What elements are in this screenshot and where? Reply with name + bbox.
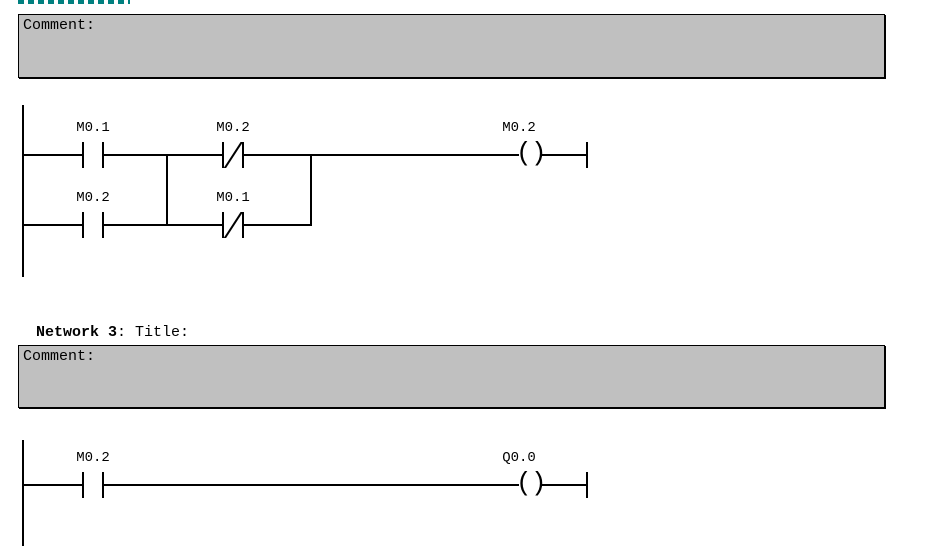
wire-segment <box>102 154 223 156</box>
contact-normally-closed-m0-1[interactable] <box>222 212 244 238</box>
network-3-title-separator: : <box>117 324 136 341</box>
operand-label-coil-q0-0[interactable]: Q0.0 <box>502 450 536 466</box>
coil-output-q0-0[interactable]: ( ) <box>516 468 547 499</box>
contact-normally-open-m0-1[interactable] <box>82 142 104 168</box>
network-3-comment-box[interactable]: Comment: <box>18 345 885 408</box>
network-3-title-text[interactable]: Title: <box>135 324 190 341</box>
operand-label-coil-m0-2[interactable]: M0.2 <box>502 120 536 136</box>
rung-end-cap <box>586 472 588 498</box>
network-3-label: Network 3 <box>36 324 118 341</box>
contact-slash <box>223 142 243 168</box>
branch-connector-right[interactable] <box>310 154 312 226</box>
operand-label-m0-1-no[interactable]: M0.1 <box>76 120 110 136</box>
wire-segment <box>22 224 83 226</box>
coil-paren-right: ) <box>531 468 547 498</box>
wire-segment <box>242 154 519 156</box>
network-2-comment-text: Comment: <box>23 17 96 34</box>
operand-label-m0-2-no[interactable]: M0.2 <box>76 450 110 466</box>
coil-paren-right: ) <box>531 138 547 168</box>
operand-label-m0-2-nc[interactable]: M0.2 <box>216 120 250 136</box>
contact-normally-closed-m0-2[interactable] <box>222 142 244 168</box>
network-2-comment-box[interactable]: Comment: <box>18 14 885 78</box>
wire-segment <box>102 224 223 226</box>
left-power-rail <box>22 105 24 277</box>
contact-bar-left <box>82 472 84 498</box>
coil-paren-left: ( <box>516 468 532 498</box>
wire-segment <box>540 154 588 156</box>
network-3-comment-text: Comment: <box>23 348 96 365</box>
wire-segment <box>22 154 83 156</box>
left-power-rail <box>22 440 24 546</box>
network-3-title-line[interactable]: Network 3: Title: <box>18 306 189 342</box>
wire-segment <box>242 224 312 226</box>
wire-segment <box>540 484 588 486</box>
operand-label-m0-2-no[interactable]: M0.2 <box>76 190 110 206</box>
contact-bar-left <box>82 212 84 238</box>
network-selection-dashed-marker <box>18 0 130 4</box>
branch-connector-left[interactable] <box>166 154 168 226</box>
wire-segment <box>102 484 519 486</box>
contact-normally-open-m0-2[interactable] <box>82 472 104 498</box>
operand-label-m0-1-nc[interactable]: M0.1 <box>216 190 250 206</box>
contact-bar-left <box>82 142 84 168</box>
wire-segment <box>22 484 83 486</box>
contact-normally-open-m0-2[interactable] <box>82 212 104 238</box>
contact-slash <box>223 212 243 238</box>
coil-paren-left: ( <box>516 138 532 168</box>
rung-end-cap <box>586 142 588 168</box>
coil-output-m0-2[interactable]: ( ) <box>516 138 547 169</box>
